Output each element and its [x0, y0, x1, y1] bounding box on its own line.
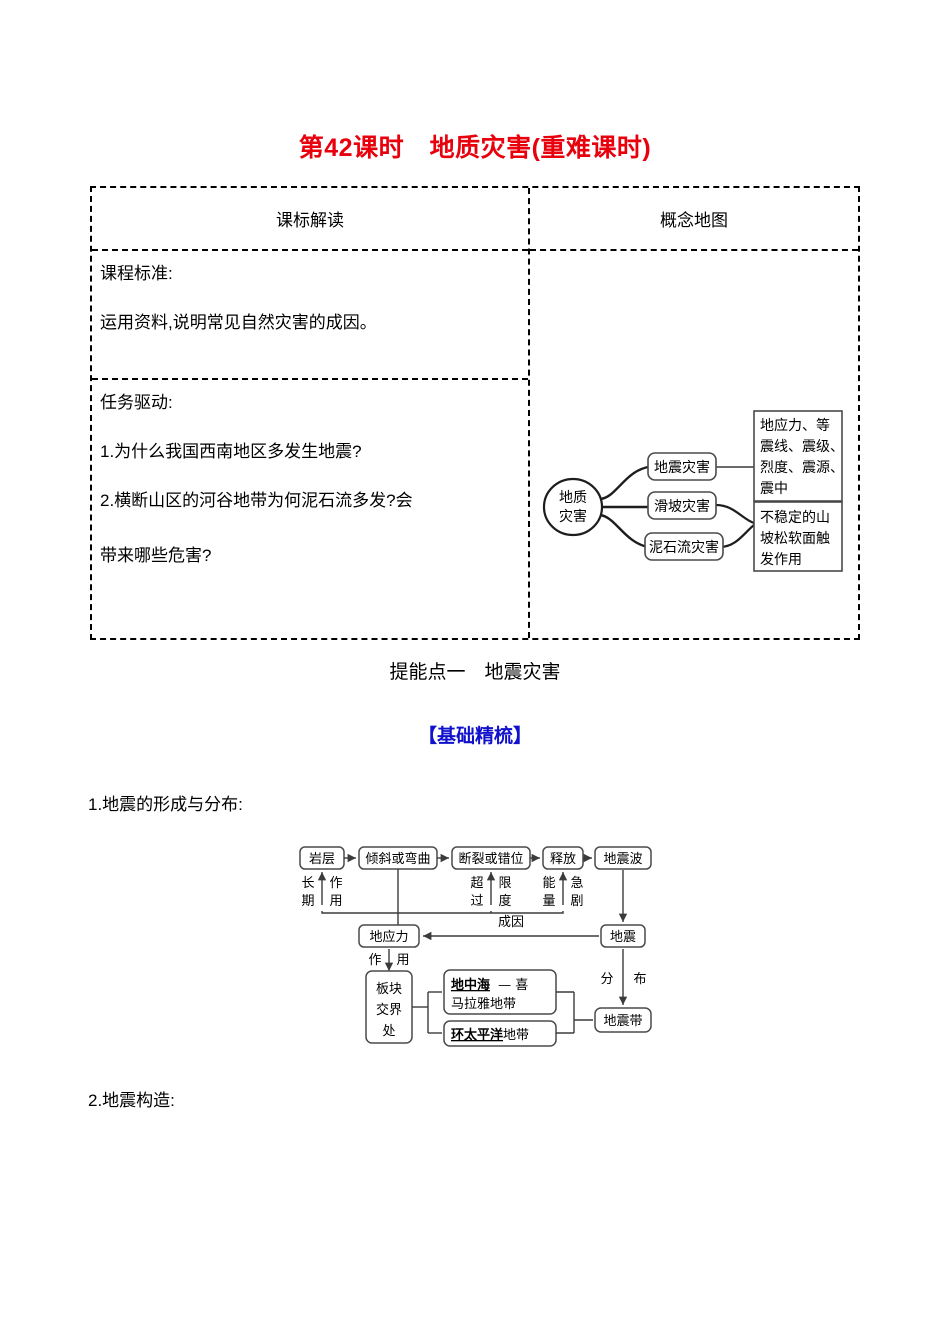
task-item-2-continued: 带来哪些危害?: [100, 546, 212, 565]
svg-text:震线、震级、: 震线、震级、: [760, 439, 844, 455]
flow-label-energy-2: 量: [542, 894, 555, 909]
concept-detail-earthquake-terms: 地应力、等 震线、震级、 烈度、震源、 震中: [753, 410, 844, 502]
flow-node-rock-layer: 岩层: [299, 846, 345, 870]
svg-text:地中海 — 喜: 地中海 — 喜: [451, 977, 528, 993]
table-header-standard-interpretation: 课标解读: [92, 188, 528, 251]
flow-label-action-1: 作: [329, 876, 342, 891]
table-header-concept-map: 概念地图: [530, 188, 858, 251]
table-column-concept-map: 概念地图: [530, 188, 858, 638]
curriculum-standard-text: 运用资料,说明常见自然灾害的成因。: [100, 313, 377, 332]
svg-text:灾害: 灾害: [559, 508, 587, 525]
concept-map-diagram: 地质 灾害 地震灾害 滑坡灾害: [530, 251, 858, 642]
concept-root-node: 地质 灾害: [542, 477, 604, 537]
flow-node-tilt-bend: 倾斜或弯曲: [358, 846, 438, 870]
concept-branch-debris-flow: 泥石流灾害: [644, 532, 724, 561]
flow-label-sharp-2: 剧: [570, 894, 583, 909]
svg-text:释放: 释放: [550, 852, 576, 867]
course-spec-table: 课标解读 课程标准: 运用资料,说明常见自然灾害的成因。 任务驱动: 1.为什么…: [90, 186, 860, 640]
flow-node-earthquake: 地震: [600, 924, 646, 948]
svg-text:坡松软面触: 坡松软面触: [760, 531, 830, 547]
svg-text:地应力、等: 地应力、等: [760, 417, 830, 434]
flow-label-exceed-2: 过: [470, 894, 483, 909]
concept-detail-slope-terms: 不稳定的山 坡松软面触 发作用: [753, 501, 843, 572]
flow-label-long-term-2: 期: [301, 894, 314, 909]
svg-text:泥石流灾害: 泥石流灾害: [649, 539, 719, 556]
section-heading-point-one: 提能点一 地震灾害: [389, 662, 561, 683]
svg-text:环太平洋地带: 环太平洋地带: [451, 1027, 529, 1043]
flow-label-distribution-1: 分: [600, 972, 613, 987]
table-body-concept-map: 地质 灾害 地震灾害 滑坡灾害: [530, 251, 858, 638]
flow-label-long-term-1: 长: [301, 876, 314, 891]
svg-text:地震带: 地震带: [603, 1014, 642, 1029]
svg-text:岩层: 岩层: [309, 852, 335, 867]
table-column-standard-interpretation: 课标解读 课程标准: 运用资料,说明常见自然灾害的成因。 任务驱动: 1.为什么…: [92, 188, 530, 638]
list-item-earthquake-formation: 1.地震的形成与分布:: [88, 795, 243, 814]
svg-text:板块: 板块: [376, 982, 402, 997]
svg-text:震中: 震中: [760, 481, 788, 497]
svg-text:烈度、震源、: 烈度、震源、: [760, 460, 844, 476]
flow-node-circum-pacific: 环太平洋地带: [443, 1020, 557, 1047]
svg-text:断裂或错位: 断裂或错位: [458, 852, 523, 867]
concept-branch-landslide: 滑坡灾害: [647, 491, 717, 520]
task-driven-section: 任务驱动: 1.为什么我国西南地区多发生地震? 2.横断山区的河谷地带为何泥石流…: [92, 380, 528, 572]
flow-label-cause: 成因: [498, 915, 524, 930]
flow-label-effect-2: 用: [396, 953, 409, 968]
flow-label-effect-1: 作: [368, 953, 381, 968]
flow-label-exceed-1: 超: [470, 876, 483, 891]
svg-text:发作用: 发作用: [760, 552, 802, 568]
svg-text:处: 处: [382, 1024, 395, 1039]
flow-label-energy-1: 能: [542, 876, 555, 891]
flow-label-limit-1: 限: [498, 876, 511, 891]
svg-text:地应力: 地应力: [369, 929, 408, 945]
flow-node-crustal-stress: 地应力: [358, 924, 420, 948]
svg-text:交界: 交界: [376, 1002, 402, 1018]
concept-branch-earthquake: 地震灾害: [647, 452, 717, 481]
section-heading-basics: 【基础精梳】: [417, 726, 532, 747]
earthquake-formation-flowchart: 岩层 倾斜或弯曲 断裂或错位 释放 地震波: [296, 843, 656, 1058]
svg-text:地震波: 地震波: [603, 852, 642, 867]
curriculum-standard-label: 课程标准:: [100, 264, 173, 283]
flow-node-release: 释放: [542, 846, 584, 870]
svg-text:倾斜或弯曲: 倾斜或弯曲: [365, 851, 430, 867]
flow-node-seismic-belt: 地震带: [594, 1007, 652, 1033]
svg-text:地质: 地质: [559, 490, 587, 506]
task-item-2: 2.横断山区的河谷地带为何泥石流多发?会: [100, 491, 413, 510]
page-title: 第42课时 地质灾害(重难课时): [298, 134, 652, 162]
list-item-earthquake-structure: 2.地震构造:: [88, 1091, 175, 1110]
flow-label-action-2: 用: [329, 894, 342, 909]
task-item-1: 1.为什么我国西南地区多发生地震?: [100, 442, 362, 461]
flow-label-distribution-2: 布: [633, 972, 646, 987]
svg-text:滑坡灾害: 滑坡灾害: [654, 498, 710, 515]
curriculum-standard-section: 课程标准: 运用资料,说明常见自然灾害的成因。: [92, 251, 528, 380]
flow-label-limit-2: 度: [498, 893, 511, 909]
svg-text:地震: 地震: [610, 930, 636, 945]
svg-text:马拉雅地带: 马拉雅地带: [451, 997, 516, 1012]
table-body-standard-interpretation: 课程标准: 运用资料,说明常见自然灾害的成因。 任务驱动: 1.为什么我国西南地…: [92, 251, 528, 638]
flow-node-mediterranean-himalaya: 地中海 — 喜 马拉雅地带: [443, 969, 557, 1015]
task-driven-label: 任务驱动:: [100, 393, 173, 412]
svg-text:不稳定的山: 不稳定的山: [760, 510, 830, 526]
flow-label-sharp-1: 急: [570, 876, 583, 891]
flow-node-seismic-wave: 地震波: [594, 846, 652, 870]
flow-node-plate-boundary: 板块 交界 处: [365, 970, 413, 1044]
svg-text:地震灾害: 地震灾害: [654, 459, 710, 476]
flow-node-rupture-dislocation: 断裂或错位: [451, 846, 531, 870]
